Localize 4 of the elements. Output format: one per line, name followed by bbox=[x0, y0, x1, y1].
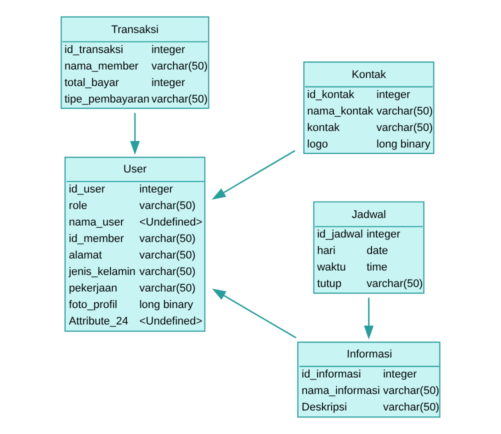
arrow bbox=[130, 112, 140, 155]
arrow bbox=[212, 288, 296, 338]
arrow bbox=[212, 150, 296, 200]
arrow bbox=[364, 298, 374, 340]
